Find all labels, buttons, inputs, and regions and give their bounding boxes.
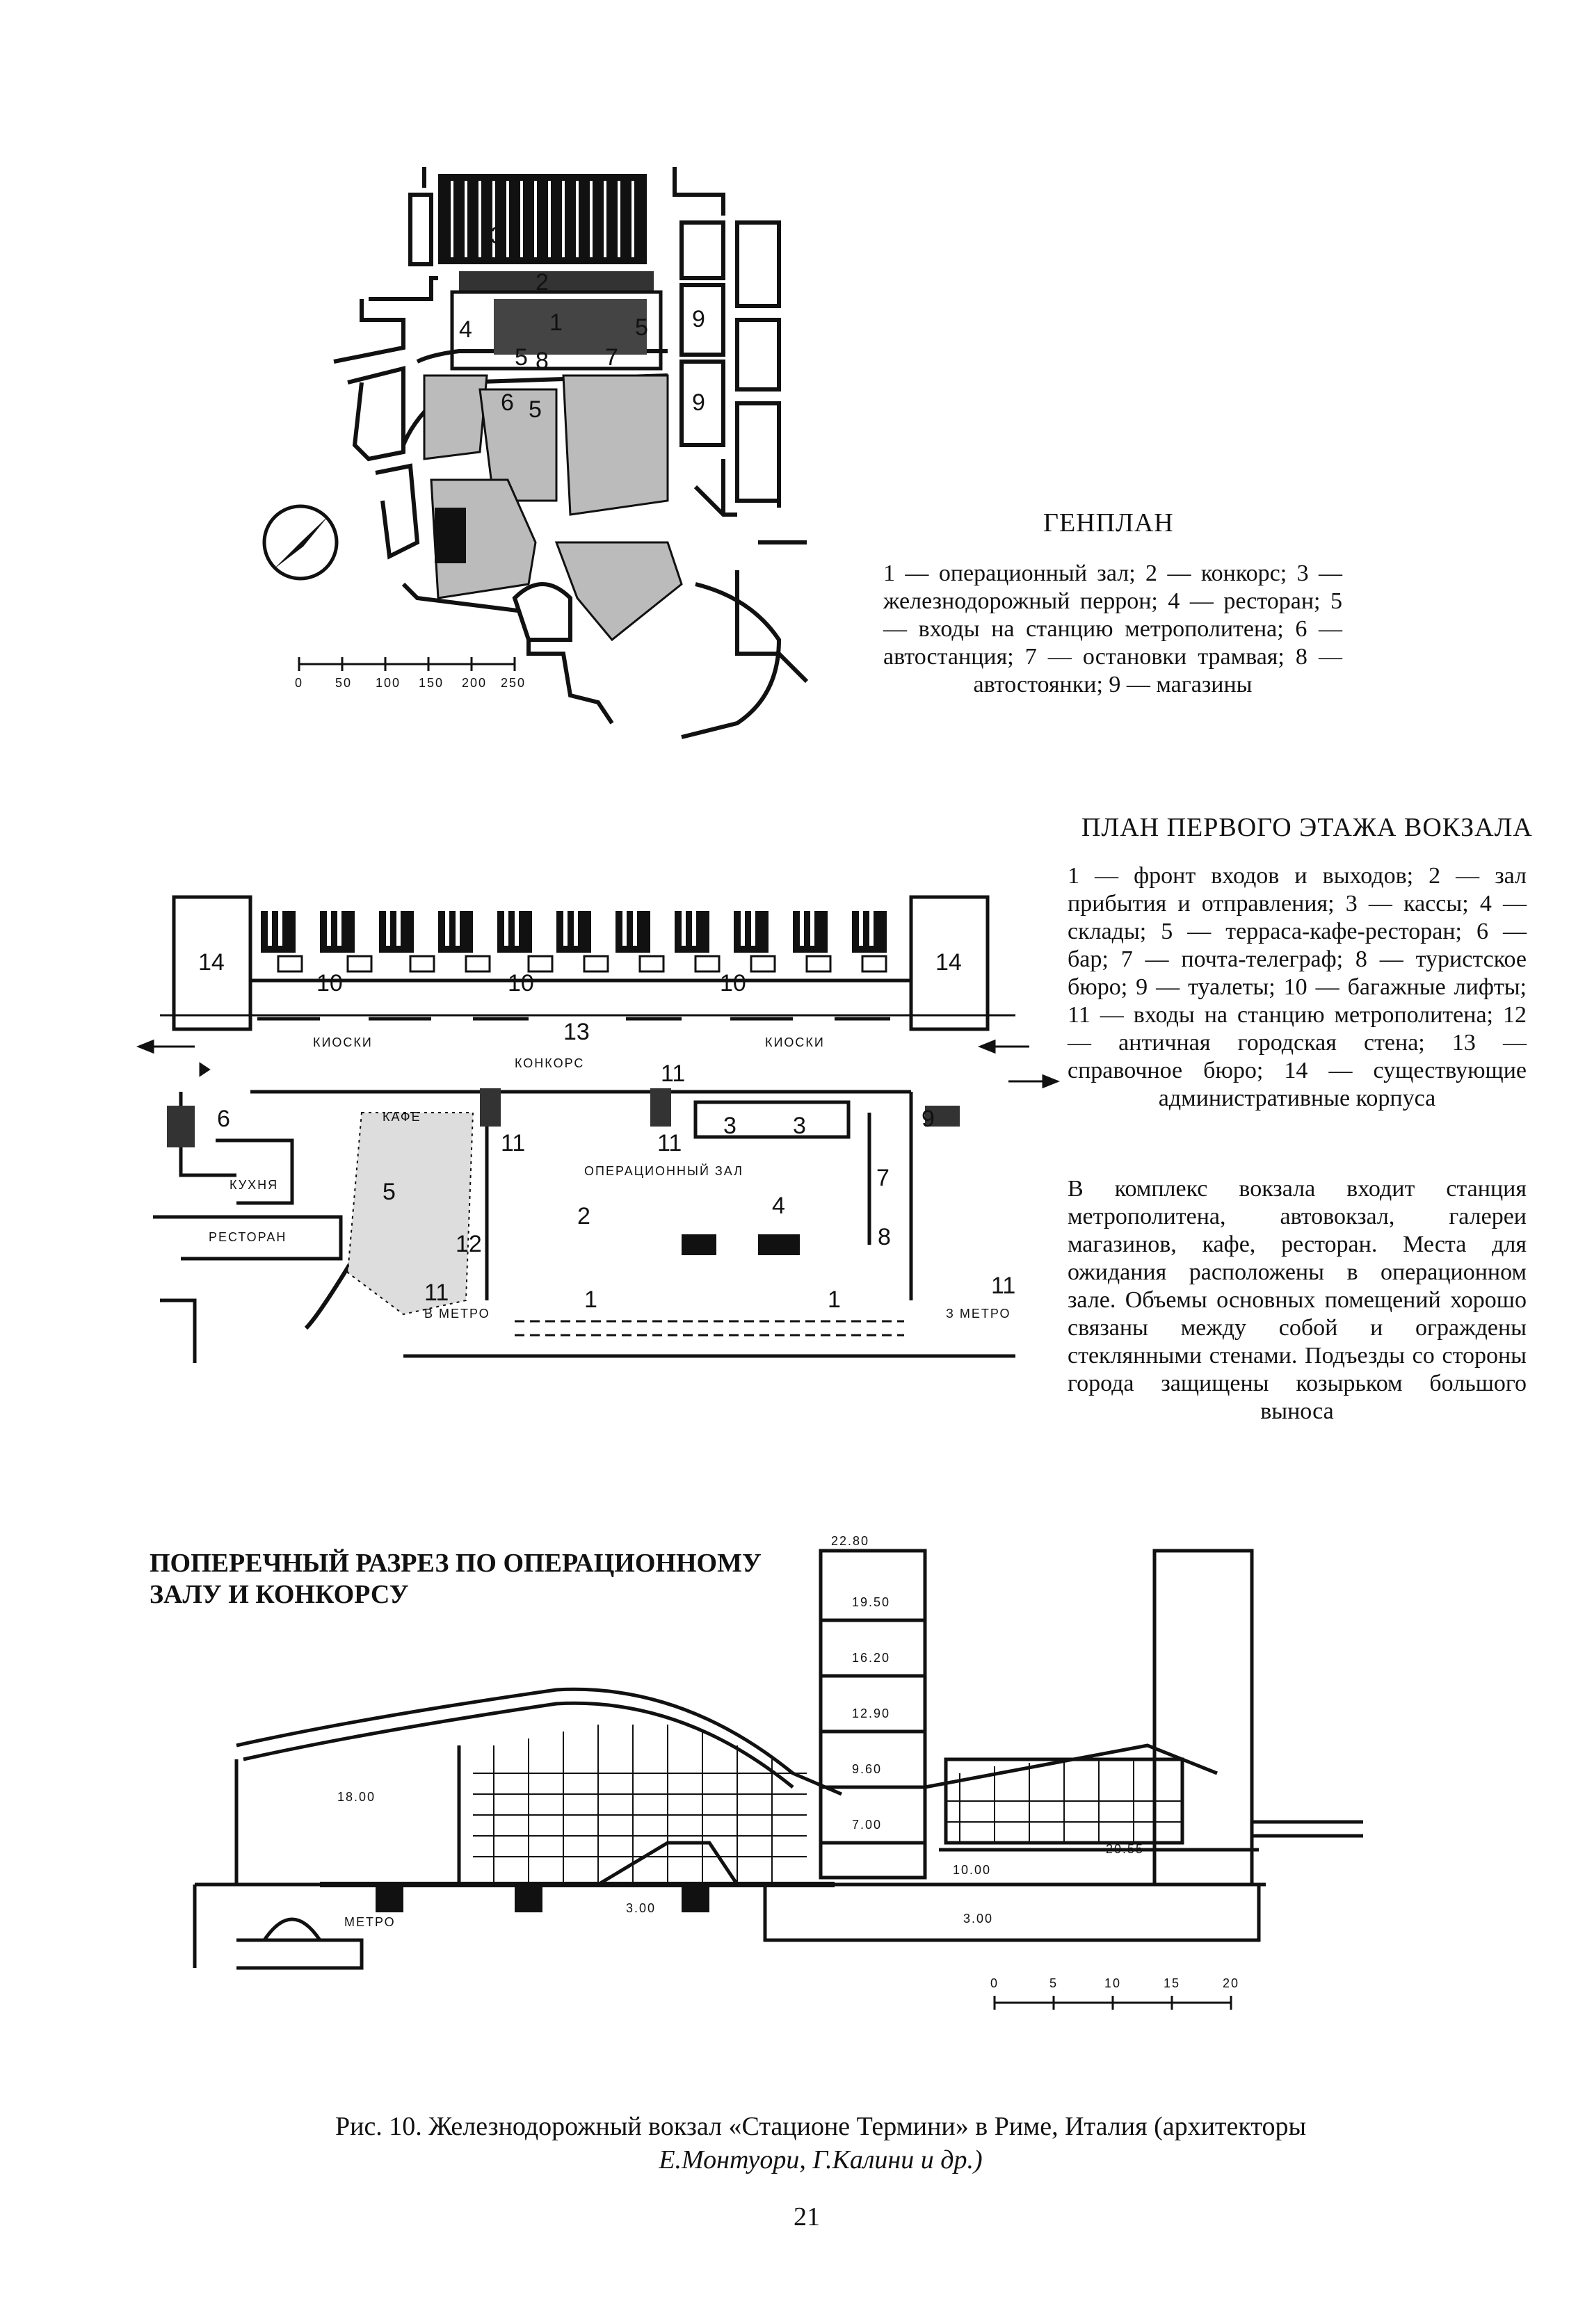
floor-label: 3 xyxy=(723,1113,737,1139)
floor-label: 14 xyxy=(198,949,225,976)
level-mark: 7.00 xyxy=(852,1818,882,1832)
floor-plan-drawing: 14 14 10 10 10 13 11 11 11 11 11 6 9 5 1… xyxy=(136,895,1061,1363)
floor-label: 1 xyxy=(828,1286,841,1313)
figure-caption-line1: Рис. 10. Железнодорожный вокзал «Стацион… xyxy=(335,2112,1307,2141)
scale-tick: 0 xyxy=(990,1976,999,1990)
level-mark: 22.80 xyxy=(831,1534,869,1548)
scale-tick: 250 xyxy=(501,676,526,690)
metro-label: В МЕТРО xyxy=(424,1307,490,1321)
floor-label: 13 xyxy=(563,1019,590,1045)
scale-tick: 50 xyxy=(335,676,352,690)
site-label: 9 xyxy=(692,306,705,332)
hall-label: ОПЕРАЦИОННЫЙ ЗАЛ xyxy=(584,1163,743,1178)
floor-label: 14 xyxy=(935,949,962,976)
floor-label: 11 xyxy=(424,1280,449,1306)
kiosks-label: КИОСКИ xyxy=(313,1035,373,1049)
site-label: 5 xyxy=(529,396,542,423)
floor-label: 7 xyxy=(876,1165,890,1191)
floor-label: 10 xyxy=(316,970,343,996)
level-mark: 3.00 xyxy=(626,1901,656,1915)
metro-label: МЕТРО xyxy=(344,1915,396,1929)
kiosks-label: КИОСКИ xyxy=(765,1035,825,1049)
figure-caption-line2: Е.Монтуори, Г.Калини и др.) xyxy=(659,2145,983,2174)
site-plan-title: ГЕНПЛАН xyxy=(1043,508,1174,538)
section-title-line2: ЗАЛУ И КОНКОРСУ xyxy=(150,1580,409,1609)
site-label: 8 xyxy=(536,348,549,374)
section-title-line1: ПОПЕРЕЧНЫЙ РАЗРЕЗ ПО ОПЕРАЦИОННОМУ xyxy=(150,1549,762,1578)
floor-label: 10 xyxy=(508,970,534,996)
site-label: 1 xyxy=(549,309,563,336)
site-plan-legend: 1 — операционный зал; 2 — конкорс; 3 — ж… xyxy=(883,560,1342,697)
site-label: 4 xyxy=(459,316,472,343)
floor-label: 8 xyxy=(878,1224,891,1250)
site-plan-drawing: 3 2 1 4 5 8 5 6 5 7 9 9 xyxy=(333,167,809,739)
section-drawing: 22.80 19.50 16.20 12.90 9.60 7.00 18.00 … xyxy=(193,1534,1363,1970)
floor-label: 4 xyxy=(772,1193,785,1219)
level-mark: 12.90 xyxy=(852,1706,890,1720)
level-mark: 18.00 xyxy=(337,1790,376,1804)
scale-tick: 200 xyxy=(462,676,487,690)
scale-tick: 15 xyxy=(1164,1976,1180,1990)
floor-label: 5 xyxy=(383,1179,396,1205)
concourse-label: КОНКОРС xyxy=(515,1056,584,1070)
restaurant-label: РЕСТОРАН xyxy=(209,1230,287,1244)
section-scale-bar: 0 5 10 15 20 xyxy=(990,1976,1239,2010)
description-text: В комплекс вокзала входит станция метроп… xyxy=(1068,1176,1527,1424)
level-mark: 3.00 xyxy=(963,1912,993,1926)
floor-label: 1 xyxy=(584,1286,597,1313)
floor-plan-title: ПЛАН ПЕРВОГО ЭТАЖА ВОКЗАЛА xyxy=(1081,813,1533,842)
site-label: 7 xyxy=(605,344,618,371)
cafe-label: КАФЕ xyxy=(383,1110,421,1124)
floor-label: 12 xyxy=(456,1231,482,1257)
dimension-label: 20.55 xyxy=(1106,1842,1144,1856)
scale-tick: 10 xyxy=(1104,1976,1121,1990)
scale-tick: 20 xyxy=(1223,1976,1239,1990)
floor-label: 2 xyxy=(577,1203,590,1229)
level-mark: 10.00 xyxy=(953,1863,991,1877)
site-scale-bar: 0 50 100 150 200 250 xyxy=(295,657,524,690)
site-label: 5 xyxy=(635,314,648,341)
floor-label: 11 xyxy=(661,1060,685,1087)
floor-plan-legend: 1 — фронт входов и выходов; 2 — зал приб… xyxy=(1068,863,1527,1111)
site-label: 6 xyxy=(501,389,514,416)
floor-label: 11 xyxy=(657,1130,682,1156)
scale-tick: 150 xyxy=(419,676,444,690)
floor-label: 3 xyxy=(793,1113,806,1139)
site-label: 5 xyxy=(515,344,528,371)
floor-label: 11 xyxy=(501,1130,525,1156)
kitchen-label: КУХНЯ xyxy=(230,1178,278,1192)
north-arrow-icon xyxy=(262,504,339,581)
scale-tick: 100 xyxy=(376,676,401,690)
scale-tick: 5 xyxy=(1049,1976,1058,1990)
floor-label: 11 xyxy=(991,1273,1015,1299)
site-label: 9 xyxy=(692,389,705,416)
page-number: 21 xyxy=(794,2202,820,2232)
site-label: 3 xyxy=(490,223,504,249)
floor-label: 9 xyxy=(922,1106,935,1132)
floor-label: 6 xyxy=(217,1106,230,1132)
scale-tick: 0 xyxy=(295,676,303,690)
metro-label: З МЕТРО xyxy=(946,1307,1011,1321)
floor-label: 10 xyxy=(720,970,746,996)
level-mark: 19.50 xyxy=(852,1595,890,1609)
site-label: 2 xyxy=(536,269,549,296)
level-mark: 9.60 xyxy=(852,1762,882,1776)
level-mark: 16.20 xyxy=(852,1651,890,1665)
